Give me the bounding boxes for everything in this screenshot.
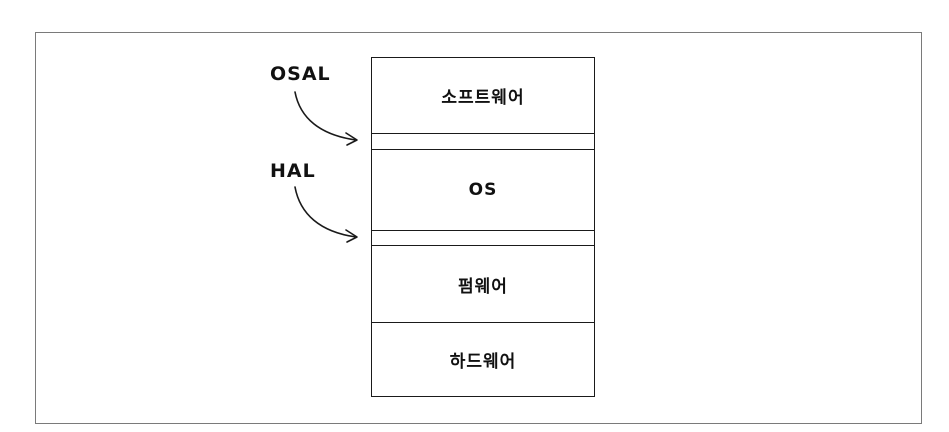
hal-arrowhead-icon [345, 229, 358, 243]
osal-top-divider [372, 133, 594, 134]
diagram-frame [35, 32, 922, 424]
layer-os: OS [372, 150, 594, 230]
layer-firmware: 펌웨어 [372, 246, 594, 322]
layer-software-label: 소프트웨어 [441, 88, 525, 108]
layer-os-label: OS [468, 180, 498, 200]
layer-software: 소프트웨어 [372, 58, 594, 133]
layer-firmware-label: 펌웨어 [458, 276, 508, 297]
layer-hardware: 하드웨어 [372, 323, 594, 396]
osal-label: OSAL [270, 63, 331, 85]
osal-arrowhead-icon [345, 132, 358, 146]
hal-top-divider [372, 230, 594, 231]
layer-hardware-label: 하드웨어 [449, 352, 517, 372]
layer-stack: 소프트웨어 OS 펌웨어 하드웨어 [371, 57, 595, 397]
hal-bottom-divider [372, 245, 594, 246]
osal-arrow [294, 91, 357, 141]
osal-bottom-divider [372, 149, 594, 150]
hal-arrow [294, 186, 357, 238]
hal-label: HAL [270, 160, 316, 182]
firmware-hardware-divider [372, 322, 594, 323]
